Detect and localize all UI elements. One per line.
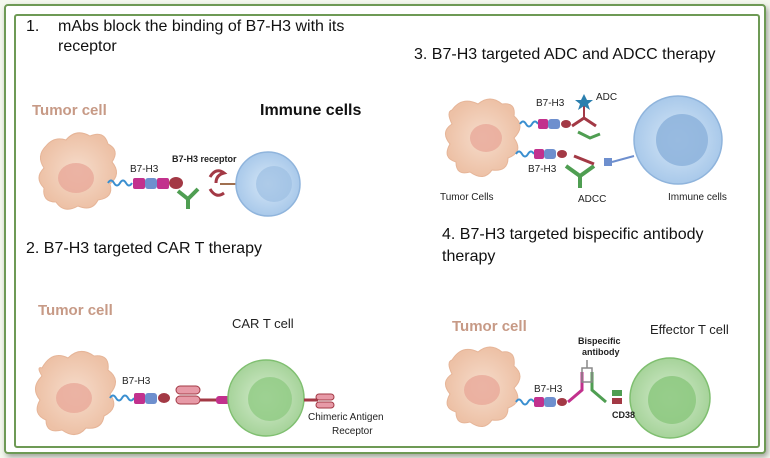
panel3-title: 3. B7-H3 targeted ADC and ADCC therapy: [414, 46, 716, 63]
panel3-tumor-cell: [445, 98, 521, 177]
panel1-b7h3-label: B7-H3: [130, 164, 159, 175]
panel2-b7h3-protein: [109, 393, 170, 404]
panel2-b7h3-label: B7-H3: [122, 376, 151, 387]
panel4-b7h3-protein: [515, 397, 567, 407]
panel1-b7h3-protein: [107, 177, 183, 189]
diagram-artwork: [35, 94, 723, 439]
panel1-title-line1: mAbs block the binding of B7-H3 with its: [58, 18, 345, 35]
panel4-bispecific-antibody: [567, 360, 607, 404]
figure-inner-border: [14, 14, 760, 448]
panel4-b7h3-label: B7-H3: [534, 384, 563, 395]
panel1-antibody: [176, 187, 200, 209]
figure-frame: 1. mAbs block the binding of B7-H3 with …: [4, 4, 766, 454]
panel3-tumor-label: Tumor Cells: [440, 192, 494, 203]
panel3-b7h3-bottom-label: B7-H3: [528, 164, 557, 175]
panel1-immune-cell: [235, 151, 301, 217]
panel4-bispecific-line2: antibody: [582, 347, 620, 357]
panel3-immune-label: Immune cells: [668, 192, 727, 203]
panel3-adc-label: ADC: [596, 92, 618, 103]
panel1-number: 1.: [26, 18, 40, 35]
panel3-b7h3-top: [519, 119, 571, 129]
panel3-adc: [571, 94, 601, 140]
panel4-effector-cell: [629, 357, 711, 439]
panel2-tumor-cell: [35, 351, 116, 435]
panel3-adcc-antibody: [564, 154, 596, 188]
panel4-effector-label: Effector T cell: [650, 322, 729, 337]
panel4-cd38: [612, 390, 622, 404]
panel2-cart-label: CAR T cell: [232, 316, 294, 331]
panel4-title-line2: therapy: [442, 248, 496, 265]
panel3-adcc-label: ADCC: [578, 194, 607, 205]
panel2-title: 2. B7-H3 targeted CAR T therapy: [26, 240, 262, 257]
panel4-title-line1: 4. B7-H3 targeted bispecific antibody: [442, 226, 704, 243]
panel3-immune-cell: [604, 95, 723, 185]
panel4-bispecific-line1: Bispecific: [578, 336, 621, 346]
panel2-tumor-label: Tumor cell: [38, 302, 113, 319]
panel2-car-small: [304, 393, 335, 409]
panel2-car-label-line1: Chimeric Antigen: [308, 412, 384, 423]
panel4-tumor-cell: [445, 346, 521, 427]
panel2-car: [175, 385, 230, 405]
panel3-b7h3-bottom: [515, 149, 567, 159]
panel1-immune-label: Immune cells: [260, 102, 362, 119]
panel4-cd38-label: CD38: [612, 410, 636, 420]
panel1-tumor-cell: [38, 132, 117, 210]
panel2-car-label-line2: Receptor: [332, 426, 373, 437]
panel2-cart-cell: [227, 359, 305, 437]
panel1-tumor-label: Tumor cell: [32, 102, 107, 119]
panel4-tumor-label: Tumor cell: [452, 318, 527, 335]
panel3-b7h3-top-label: B7-H3: [536, 98, 565, 109]
panel1-title-line2: receptor: [58, 38, 117, 55]
panel1-receptor-label: B7-H3 receptor: [172, 154, 237, 164]
